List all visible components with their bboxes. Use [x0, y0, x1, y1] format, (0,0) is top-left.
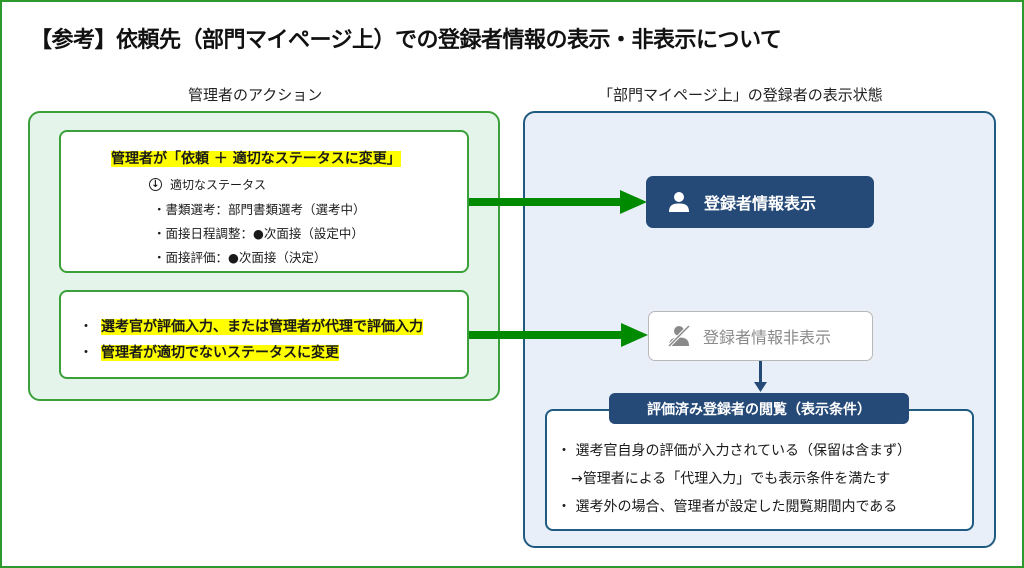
bullet: ・ [79, 319, 93, 335]
bullet: ・ [79, 345, 93, 361]
status-item: ・面接評価：●次面接（決定） [153, 250, 327, 265]
action-item: ・選考官が評価入力、または管理者が代理で評価入力 [79, 314, 423, 340]
state-shown-label: 登録者情報表示 [704, 194, 817, 213]
circle-down-arrow-icon: ↓ [149, 178, 162, 191]
state-info-hidden: 登録者情報非表示 [648, 311, 873, 361]
action-headline: 管理者が「依頼 ＋ 適切なステータスに変更」 [111, 148, 401, 168]
status-item: ・面接日程調整：●次面接（設定中） [153, 226, 364, 241]
action-headline-text: 管理者が「依頼 ＋ 適切なステータスに変更」 [111, 151, 401, 167]
display-conditions-list: ・ 選考官自身の評価が入力されている（保留は含まず） →管理者による「代理入力」… [557, 437, 911, 521]
action-evaluation-or-other-status: ・選考官が評価入力、または管理者が代理で評価入力 ・管理者が適切でないステータス… [59, 290, 469, 379]
status-list: ・書類選考：部門書類選考（選考中） ・面接日程調整：●次面接（設定中） ・面接評… [153, 198, 366, 270]
display-state-heading: 「部門マイページ上」の登録者の表示状態 [598, 86, 883, 104]
user-icon [669, 192, 689, 212]
action-item-text: 選考官が評価入力、または管理者が代理で評価入力 [101, 319, 423, 335]
page-title: 【参考】依頼先（部門マイページ上）での登録者情報の表示・非表示について [30, 28, 782, 53]
appropriate-status-label: ↓ 適切なステータス [149, 176, 266, 193]
condition-item: ・ 選考官自身の評価が入力されている（保留は含まず） [557, 443, 912, 459]
state-info-shown: 登録者情報表示 [646, 176, 874, 228]
condition-note: →管理者による「代理入力」でも表示条件を満たす [571, 471, 891, 487]
user-slash-icon [667, 325, 691, 347]
state-hidden-label: 登録者情報非表示 [703, 328, 832, 347]
action-list: ・選考官が評価入力、または管理者が代理で評価入力 ・管理者が適切でないステータス… [79, 314, 423, 366]
display-conditions-box [545, 409, 974, 531]
action-item-text: 管理者が適切でないステータスに変更 [101, 345, 339, 361]
display-conditions-label: 評価済み登録者の閲覧（表示条件） [609, 393, 909, 424]
appropriate-status-text: 適切なステータス [170, 178, 267, 192]
status-item: ・書類選考：部門書類選考（選考中） [153, 202, 366, 217]
action-request-and-status: 管理者が「依頼 ＋ 適切なステータスに変更」 ↓ 適切なステータス ・書類選考：… [59, 130, 469, 273]
admin-actions-heading: 管理者のアクション [188, 86, 323, 104]
action-item: ・管理者が適切でないステータスに変更 [79, 340, 423, 366]
condition-item: ・ 選考外の場合、管理者が設定した閲覧期間内である [557, 499, 898, 515]
